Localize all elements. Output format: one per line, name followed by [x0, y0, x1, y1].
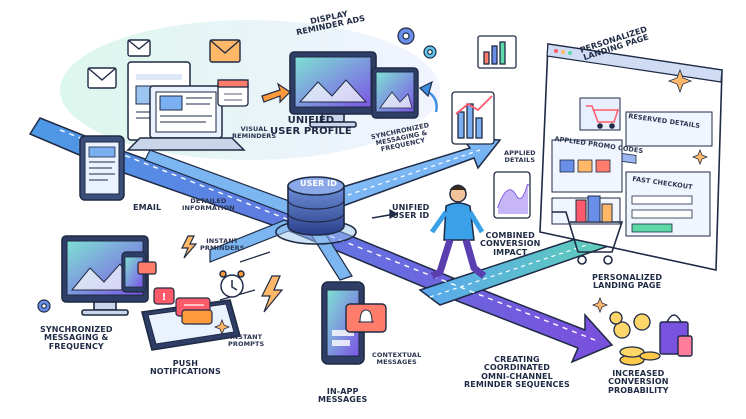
- label-creating-coordinated: CREATING COORDINATED OMNI-CHANNEL REMIND…: [464, 355, 570, 390]
- push-phone: [140, 297, 242, 351]
- display-ads-tablet: [371, 67, 419, 119]
- trend-card: [451, 91, 495, 145]
- person-figure: [429, 184, 487, 280]
- coins-icon: [609, 311, 661, 366]
- tablet-email: [79, 135, 125, 201]
- label-synchronized-messaging-bottom: SYNCHRONIZED MESSAGING & FREQUENCY: [40, 325, 113, 351]
- label-detailed-information: DETAILED INFORMATION: [182, 197, 235, 212]
- label-personalized-landing-page-bottom: PERSONALIZED LANDING PAGE: [592, 273, 663, 291]
- notification-bubble: !: [153, 287, 175, 305]
- label-visual-reminders: VISUAL REMINDERS: [232, 125, 277, 140]
- sync-phone: [121, 251, 157, 293]
- orange-arrow: [261, 82, 291, 104]
- laptop-base: [126, 137, 246, 151]
- label-contextual-messages: CONTEXTUAL MESSAGES: [372, 351, 422, 366]
- display-ads-monitor: [289, 51, 377, 128]
- label-in-app-messages: IN-APP MESSAGES: [318, 387, 368, 405]
- flow-arrows: [219, 80, 438, 301]
- shopping-cart-icon: [552, 195, 624, 265]
- bar-chart-icon: [477, 35, 517, 69]
- sparkle-icon: [213, 68, 709, 336]
- database-icon: [275, 176, 357, 245]
- conversion-chart-card: [493, 171, 531, 219]
- calendar-icon: [217, 79, 249, 107]
- label-unified-user-profile: UNIFIED USER PROFILE: [270, 115, 352, 137]
- label-instant-prompts: INSTANT PROMPTS: [228, 333, 265, 348]
- gear-icon: [37, 27, 437, 313]
- label-push-notifications: PUSH NOTIFICATIONS: [150, 359, 221, 377]
- svg-text:!: !: [162, 292, 167, 303]
- shopping-bag-icon: [659, 314, 693, 357]
- label-applied-details: APPLIED DETAILS: [504, 149, 536, 164]
- envelope-icon: [87, 39, 241, 89]
- alarm-clock-icon: [219, 270, 245, 298]
- bell-icon: [345, 303, 387, 333]
- label-combined-conversion-impact: COMBINED CONVERSION IMPACT: [480, 231, 541, 257]
- email-laptop: [126, 61, 246, 151]
- label-user-id-db: USER ID: [300, 179, 337, 188]
- label-email: EMAIL: [133, 203, 162, 212]
- label-increased-conversion: INCREASED CONVERSION PROBABILITY: [608, 369, 669, 395]
- lightning-icon: [181, 235, 284, 313]
- label-unified-user-id: UNIFIED USER ID: [392, 203, 430, 221]
- label-instant-reminders: INSTANT PRMINDERS: [200, 237, 245, 252]
